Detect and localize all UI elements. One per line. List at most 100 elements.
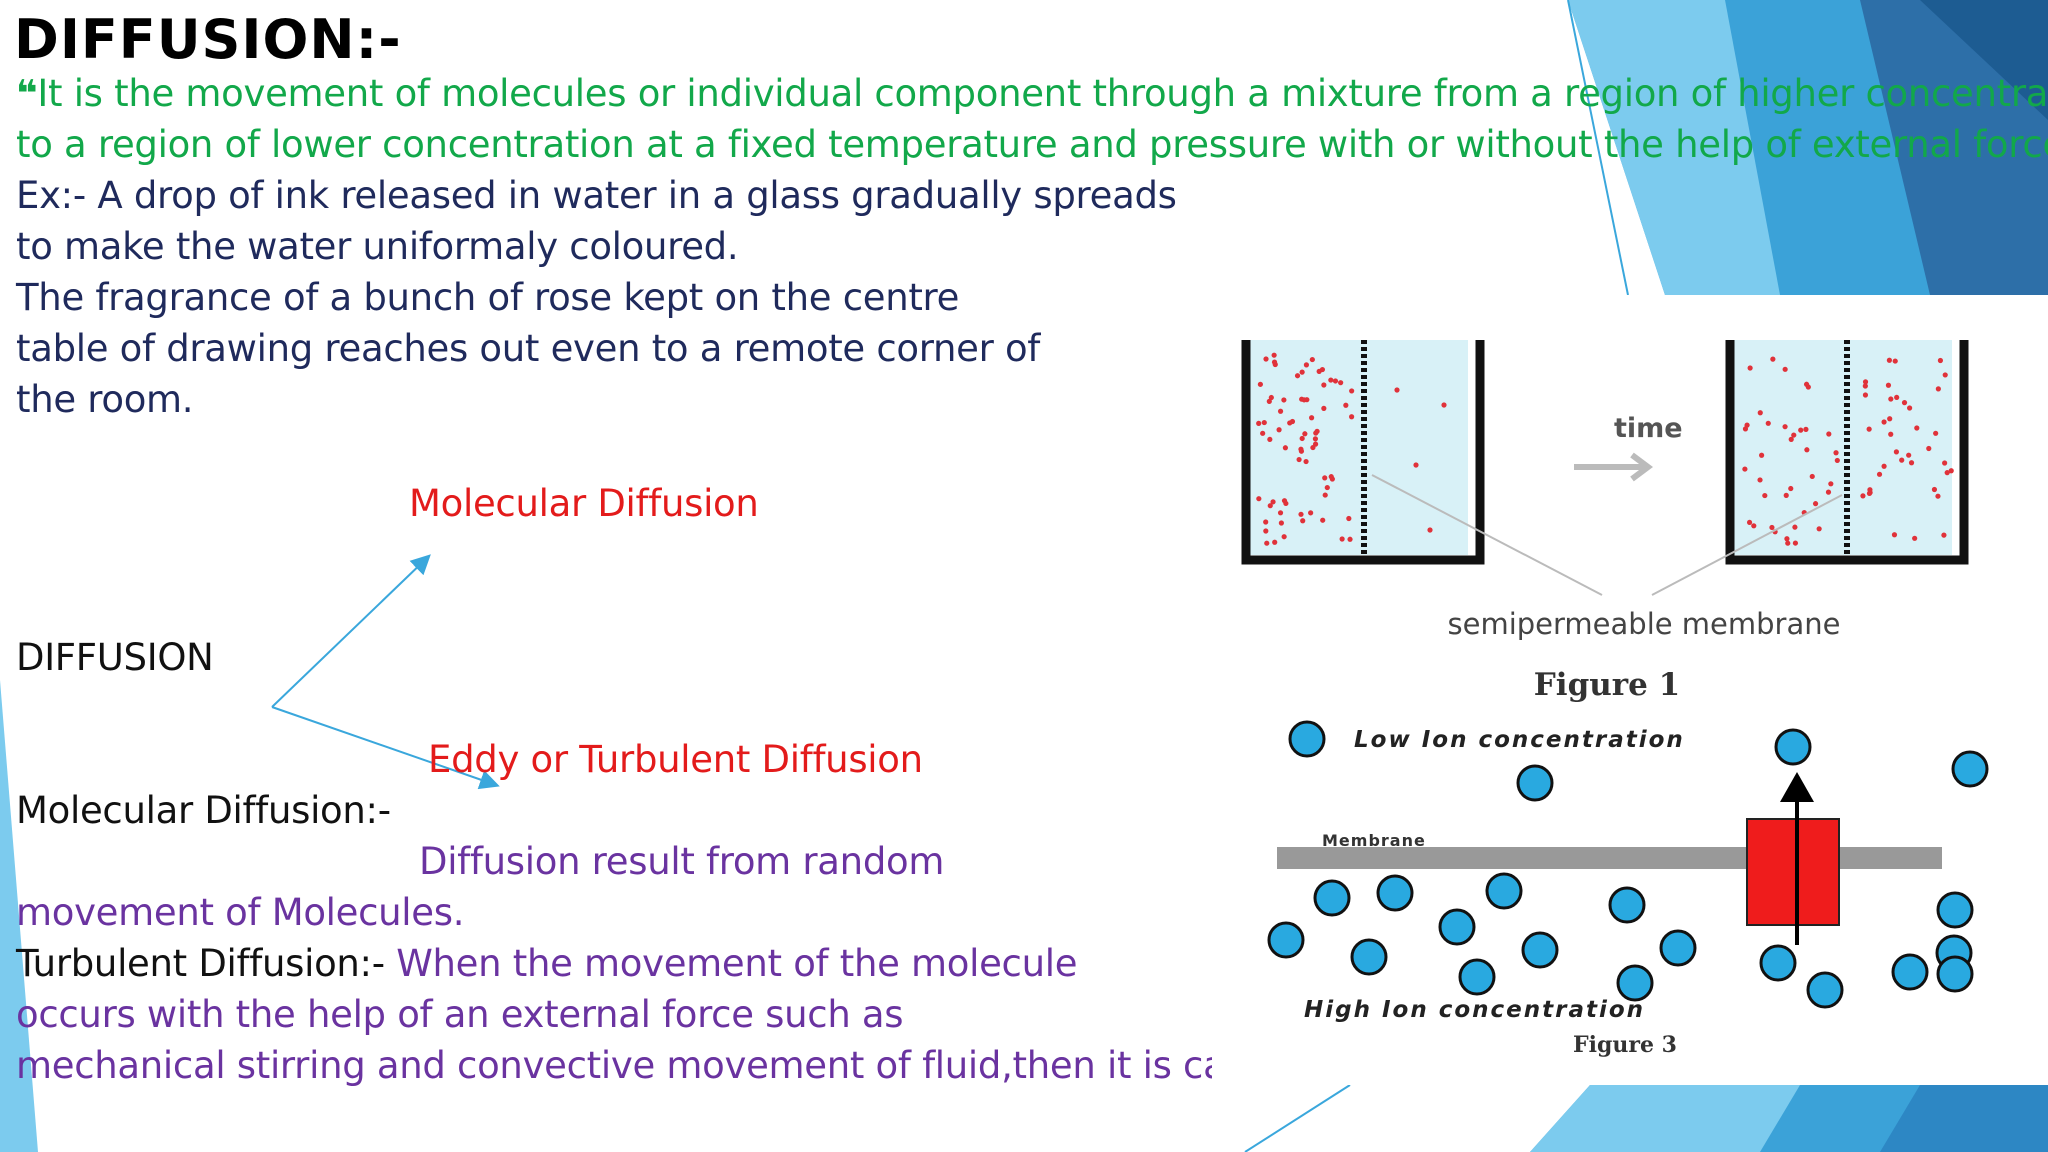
particle (1747, 365, 1753, 371)
time-label: time (1614, 413, 1683, 444)
particle (1271, 352, 1277, 358)
particle (1272, 539, 1278, 545)
ion (1608, 886, 1646, 924)
particle (1746, 519, 1753, 526)
particle (1867, 487, 1873, 493)
particle (1876, 471, 1883, 477)
ion (1806, 971, 1844, 1009)
pointer-line-left (1371, 474, 1603, 596)
particle (1308, 510, 1314, 516)
particle (1277, 408, 1284, 414)
particle (1309, 356, 1315, 363)
particle (1862, 392, 1869, 398)
particle (1833, 450, 1839, 456)
particle (1302, 431, 1308, 437)
quote-mark: ❝ (16, 72, 38, 115)
particle (1276, 427, 1282, 433)
particle (1303, 458, 1309, 465)
particle (1742, 466, 1748, 472)
particle (1784, 536, 1790, 542)
particle (1267, 436, 1273, 443)
particle (1894, 394, 1900, 401)
particle (1933, 430, 1939, 436)
particle (1278, 520, 1284, 526)
particle (1277, 510, 1284, 516)
particle (1812, 501, 1819, 507)
particle (1803, 426, 1809, 432)
example-line-1: Ex:- A drop of ink released in water in … (16, 174, 1177, 217)
particle (1346, 515, 1352, 522)
particle (1914, 425, 1920, 431)
ion (1521, 931, 1559, 969)
particle (1287, 420, 1293, 426)
particle (1322, 492, 1328, 498)
particle (1762, 492, 1768, 499)
ion (1951, 750, 1989, 788)
semipermeable-label: semipermeable membrane (1448, 607, 1841, 641)
particle (1942, 372, 1948, 378)
particle (1759, 452, 1765, 458)
particle (1347, 536, 1353, 542)
particle (1343, 402, 1349, 408)
particle (1931, 486, 1938, 493)
particle (1300, 518, 1306, 524)
turbulent-text-3-clip: mechanical stirring and convective movem… (16, 1044, 1212, 1096)
particle (1881, 419, 1887, 425)
particle (1268, 394, 1274, 401)
figure-1-caption: Figure 1 (1534, 667, 1680, 703)
molecular-text-1: Diffusion result from random (419, 840, 945, 883)
particle (1828, 481, 1834, 487)
particle (1267, 503, 1273, 509)
beaker-left (1241, 340, 1485, 565)
ion (1376, 874, 1414, 912)
figure-3-caption: Figure 3 (1573, 1032, 1677, 1058)
particle (1256, 420, 1262, 426)
particle (1349, 388, 1355, 394)
particle (1301, 397, 1307, 403)
particle (1324, 484, 1330, 491)
ion (1313, 879, 1351, 917)
particle (1906, 452, 1912, 458)
ion (1891, 953, 1929, 991)
particle (1937, 357, 1944, 364)
particles-left (1256, 352, 1447, 546)
branch-eddy-turbulent-diffusion: Eddy or Turbulent Diffusion (428, 738, 923, 781)
particle (1942, 460, 1948, 466)
particle (1899, 457, 1905, 463)
ion (1288, 720, 1326, 758)
particle (1260, 430, 1266, 436)
particle (1742, 426, 1749, 432)
particle (1321, 382, 1327, 388)
particle (1941, 532, 1947, 538)
particle (1339, 536, 1345, 542)
example-line-3: The fragrance of a bunch of rose kept on… (16, 276, 960, 319)
particle (1788, 485, 1794, 492)
particle (1757, 410, 1763, 416)
particle (1783, 492, 1789, 498)
particle (1282, 445, 1288, 451)
turbulent-text-3: mechanical stirring and convective movem… (16, 1044, 1212, 1087)
membrane-bar (1277, 847, 1942, 869)
beaker-right (1725, 340, 1969, 565)
particle (1349, 414, 1355, 420)
particle (1912, 535, 1918, 541)
high-ion-label: High Ion concentration (1304, 997, 1645, 1023)
ion (1350, 938, 1388, 976)
particle (1281, 534, 1287, 540)
particle (1413, 462, 1419, 468)
particle (1791, 432, 1797, 438)
particle (1751, 523, 1757, 529)
particle (1908, 460, 1915, 466)
particles-right (1742, 356, 1954, 546)
particle (1328, 377, 1334, 383)
ions (1267, 720, 1989, 1009)
turbulent-text-2: occurs with the help of an external forc… (16, 993, 904, 1036)
particle (1316, 368, 1322, 375)
time-arrow (1574, 452, 1653, 482)
particle (1271, 359, 1278, 365)
particle (1338, 380, 1344, 386)
low-ion-label: Low Ion concentration (1354, 727, 1685, 753)
molecular-heading: Molecular Diffusion:- (16, 789, 391, 832)
particle (1788, 436, 1794, 442)
